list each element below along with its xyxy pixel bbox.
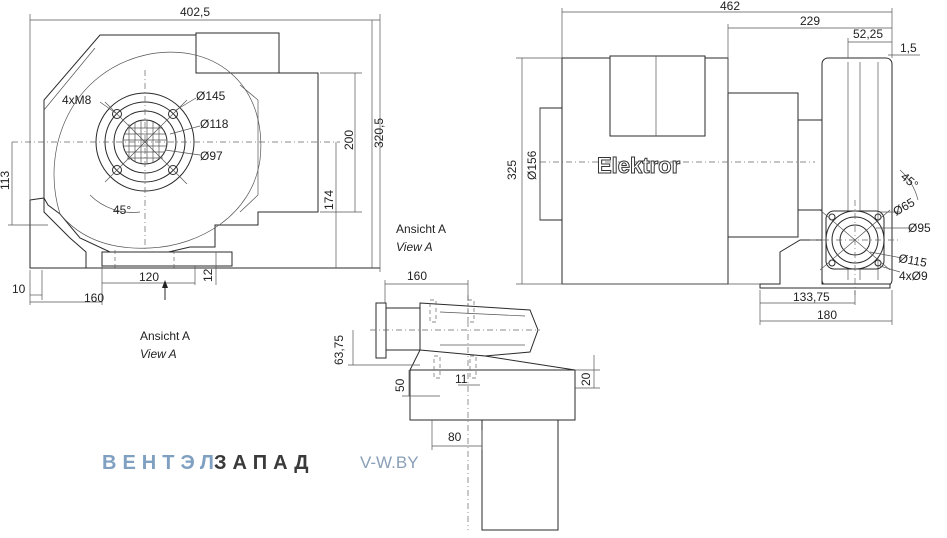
dim-d97-label: Ø97 bbox=[200, 149, 223, 163]
dim-left-113-label: 113 bbox=[0, 171, 12, 190]
scroll-curve bbox=[53, 51, 262, 249]
view-a-label-de: Ansicht A bbox=[396, 222, 446, 236]
dim-bolt-label: 4xM8 bbox=[62, 93, 92, 107]
motor-terminal-box bbox=[609, 55, 706, 137]
dim-d156-label: Ø156 bbox=[525, 150, 539, 180]
view-label-de: Ansicht A bbox=[140, 329, 190, 343]
leader-line bbox=[169, 125, 201, 135]
dim-11-label: 11 bbox=[455, 372, 468, 386]
dim-height-174-label: 174 bbox=[322, 190, 336, 210]
watermark: ВЕНТЭЛ ЗАПАД V-W.BY bbox=[102, 452, 419, 474]
dim-63-75-label: 63,75 bbox=[332, 335, 346, 365]
dim-d118-label: Ø118 bbox=[200, 117, 229, 131]
angle-arc bbox=[899, 169, 919, 201]
dim-462-label: 462 bbox=[720, 0, 740, 13]
view-label-en: View A bbox=[140, 347, 177, 361]
dim-160-label: 160 bbox=[407, 269, 427, 283]
view-a: Ansicht A View A 160 bbox=[332, 222, 600, 531]
fan-housing bbox=[43, 34, 319, 255]
leader-line bbox=[869, 251, 903, 259]
dim-base-10-label: 10 bbox=[12, 282, 26, 296]
housing-lines bbox=[439, 311, 526, 346]
front-view: 402,5 320,5 200 174 113 4xM8 Ø145 Ø118 Ø… bbox=[0, 5, 386, 361]
angle-arc bbox=[89, 194, 141, 213]
dim-50-label: 50 bbox=[393, 378, 407, 392]
bolt-hole-icon bbox=[168, 109, 178, 119]
dim-d65-label: Ø65 bbox=[891, 195, 918, 219]
site-label: V-W.BY bbox=[360, 453, 419, 472]
base-plate bbox=[101, 251, 233, 267]
dim-base-160-label: 160 bbox=[84, 291, 104, 305]
hidden-bolt bbox=[433, 355, 441, 379]
side-dim-angle-label: 45° bbox=[898, 170, 921, 193]
bolt-hole-icon bbox=[112, 109, 122, 119]
dim-229-label: 229 bbox=[800, 14, 820, 28]
motor-flange bbox=[727, 92, 799, 238]
dim-80-label: 80 bbox=[448, 430, 462, 444]
dim-width-label: 402,5 bbox=[180, 5, 210, 19]
inlet-nozzle bbox=[385, 307, 421, 351]
diagonal-line bbox=[104, 101, 188, 185]
dim-base-12-label: 12 bbox=[201, 268, 215, 282]
hidden-bolt bbox=[429, 299, 437, 323]
dim-angle-label: 45° bbox=[113, 203, 131, 217]
brand-part1: ВЕНТЭЛ bbox=[102, 452, 220, 474]
dim-325-label: 325 bbox=[505, 160, 519, 180]
dim-1-5-label: 1,5 bbox=[900, 41, 917, 55]
dim-holes-label: 4xØ9 bbox=[899, 269, 928, 283]
view-a-label-en: View A bbox=[396, 240, 433, 254]
base-block bbox=[409, 369, 576, 421]
brand-part2: ЗАПАД bbox=[214, 452, 315, 474]
housing-right-edge bbox=[239, 84, 259, 213]
bolt-hole-icon bbox=[168, 165, 178, 175]
dim-height-200-label: 200 bbox=[342, 130, 356, 150]
motor-terminal-box bbox=[195, 32, 280, 74]
leader-line bbox=[99, 101, 118, 115]
dim-height-total-label: 320,5 bbox=[372, 118, 386, 148]
dim-52-25-label: 52,25 bbox=[853, 27, 883, 41]
side-base bbox=[759, 239, 891, 289]
shaft-adapter bbox=[797, 119, 823, 211]
dim-20-label: 20 bbox=[579, 372, 593, 386]
motor-below bbox=[481, 419, 559, 531]
leader-line bbox=[879, 265, 901, 273]
motor-logo: Elektror bbox=[597, 153, 681, 178]
view-a-housing bbox=[419, 302, 539, 357]
dim-d95-label: Ø95 bbox=[908, 221, 931, 235]
diagonal-line bbox=[104, 99, 188, 183]
view-arrow-head-icon bbox=[162, 280, 168, 288]
inlet-flange bbox=[375, 302, 387, 359]
hidden-bolt bbox=[469, 355, 477, 379]
dim-base-120-label: 120 bbox=[139, 270, 159, 284]
leader-line bbox=[175, 97, 197, 111]
dim-d145-label: Ø145 bbox=[196, 89, 226, 103]
bolt-hole-icon bbox=[112, 165, 122, 175]
housing-chamfer-line bbox=[43, 47, 96, 111]
motor-end-cap bbox=[539, 107, 563, 221]
side-view: Elektror 462 229 52,25 1,5 325 Ø156 45° … bbox=[505, 0, 931, 325]
dim-d115-label: Ø115 bbox=[897, 251, 928, 270]
dim-133-75-label: 133,75 bbox=[793, 290, 830, 304]
leader-line bbox=[164, 149, 201, 156]
dim-180-label: 180 bbox=[817, 308, 837, 322]
